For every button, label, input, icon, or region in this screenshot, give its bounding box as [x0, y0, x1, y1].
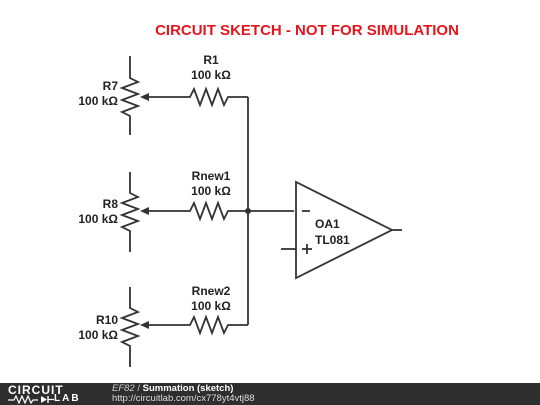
footer-bar: CIRCUIT LAB EF82 / Summation (sketch) ht…	[0, 383, 540, 405]
rnew1-value: 100 kΩ	[191, 184, 231, 198]
r7-value: 100 kΩ	[78, 94, 118, 108]
caption-separator: /	[134, 383, 143, 394]
r1-resistor	[149, 86, 248, 108]
rnew2-resistor	[149, 314, 248, 336]
circuit-name[interactable]: Summation (sketch)	[142, 383, 234, 394]
logo-word-circuit: CIRCUIT	[8, 383, 64, 397]
junction-dot	[245, 208, 251, 214]
footer-caption: EF82 / Summation (sketch) http://circuit…	[112, 384, 255, 404]
r1-name: R1	[203, 53, 219, 67]
r10-value: 100 kΩ	[78, 328, 118, 342]
r8-value: 100 kΩ	[78, 212, 118, 226]
r10-name: R10	[96, 313, 118, 327]
rnew1-resistor	[149, 200, 294, 222]
circuit-url-link[interactable]: http://circuitlab.com/cx778yt4vtj88	[112, 393, 255, 404]
r8-potentiometer	[119, 172, 149, 252]
r7-name: R7	[103, 79, 119, 93]
circuitlab-logo[interactable]: CIRCUIT LAB	[6, 383, 96, 404]
r1-value: 100 kΩ	[191, 68, 231, 82]
r10-potentiometer	[119, 287, 149, 367]
circuit-id[interactable]: EF82	[112, 383, 135, 394]
sketch-title: CIRCUIT SKETCH - NOT FOR SIMULATION	[155, 22, 459, 39]
logo-resistor-icon	[8, 395, 54, 404]
logo-word-lab: LAB	[54, 393, 81, 404]
schematic-canvas: CIRCUIT SKETCH - NOT FOR SIMULATION R1 1…	[78, 22, 459, 367]
oa1-opamp	[281, 180, 402, 280]
rnew1-name: Rnew1	[192, 169, 231, 183]
r7-potentiometer	[119, 56, 149, 135]
rnew2-value: 100 kΩ	[191, 299, 231, 313]
r8-name: R8	[103, 197, 119, 211]
oa1-name: OA1	[315, 217, 340, 231]
rnew2-name: Rnew2	[192, 284, 231, 298]
oa1-model: TL081	[315, 233, 350, 247]
